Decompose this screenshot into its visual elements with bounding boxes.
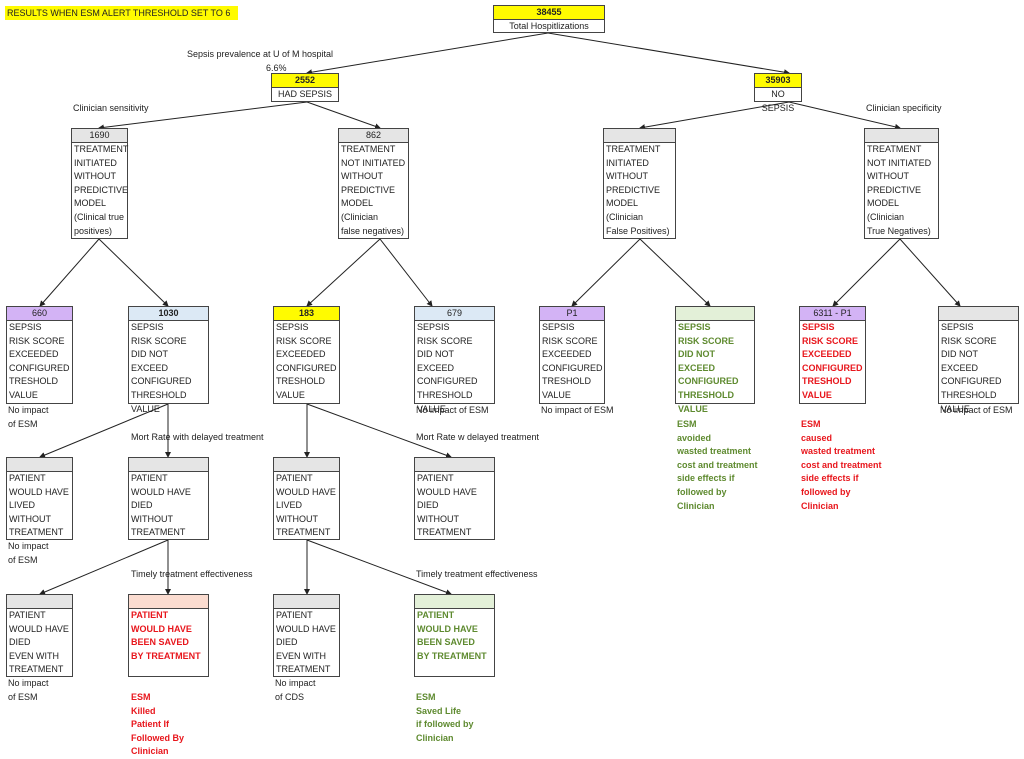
l3-node-6311-p1: 6311 - P1 SEPSIS RISK SCORE EXCEEDED CON… <box>799 306 866 404</box>
had-sepsis-node: 2552 HAD SEPSIS <box>271 73 339 102</box>
l3-value: 660 <box>7 307 72 321</box>
no-sepsis-node: 35903 NO SEPSIS <box>754 73 802 113</box>
l4-text: PATIENT WOULD HAVE LIVED WITHOUT TREATME… <box>9 473 69 538</box>
l2-text: TREATMENT INITIATED WITHOUT PREDICTIVE M… <box>606 144 670 236</box>
l2-value: 1690 <box>72 129 127 143</box>
l4-text: PATIENT WOULD HAVE DIED WITHOUT TREATMEN… <box>131 473 191 538</box>
prevalence-label: Sepsis prevalence at U of M hospital 6.6… <box>170 48 350 75</box>
timely-treatment-label-2: Timely treatment effectiveness <box>416 569 538 579</box>
root-label: Total Hospitlizations <box>509 21 589 31</box>
l2-value <box>604 129 675 143</box>
note-no-impact-tn: No impact of ESM <box>940 405 1013 415</box>
l4-node-lived-2: PATIENT WOULD HAVE LIVED WITHOUT TREATME… <box>273 457 340 540</box>
l5-text: PATIENT WOULD HAVE DIED EVEN WITH TREATM… <box>276 610 336 675</box>
note-no-impact-660: No impact of ESM <box>8 405 49 429</box>
l5-node-saved-green: PATIENT WOULD HAVE BEEN SAVED BY TREATME… <box>414 594 495 677</box>
l5-text: PATIENT WOULD HAVE DIED EVEN WITH TREATM… <box>9 610 69 675</box>
root-value: 38455 <box>494 6 604 20</box>
l3-text: SEPSIS RISK SCORE EXCEEDED CONFIGURED TR… <box>542 322 603 400</box>
l2-node-false-positives: TREATMENT INITIATED WITHOUT PREDICTIVE M… <box>603 128 676 239</box>
l3-node-p1: P1 SEPSIS RISK SCORE EXCEEDED CONFIGURED… <box>539 306 605 404</box>
diagram-title-text: RESULTS WHEN ESM ALERT THRESHOLD SET TO … <box>7 8 231 18</box>
l3-value: 6311 - P1 <box>800 307 865 321</box>
l5-header <box>415 595 494 609</box>
l4-header <box>129 458 208 472</box>
no-sepsis-label: NO SEPSIS <box>761 89 795 113</box>
l2-text: TREATMENT NOT INITIATED WITHOUT PREDICTI… <box>867 144 932 236</box>
prevalence-line-1: Sepsis prevalence at U of M hospital <box>186 49 334 59</box>
note-no-impact-l4: No impact of ESM <box>8 541 49 565</box>
note-no-impact-cds: No impact of CDS <box>275 678 316 702</box>
l2-node-true-negatives: TREATMENT NOT INITIATED WITHOUT PREDICTI… <box>864 128 939 239</box>
l4-node-died-2: PATIENT WOULD HAVE DIED WITHOUT TREATMEN… <box>414 457 495 540</box>
l3-node-1030: 1030 SEPSIS RISK SCORE DID NOT EXCEED CO… <box>128 306 209 414</box>
mort-rate-label-1: Mort Rate with delayed treatment <box>131 432 264 442</box>
l4-node-lived-1: PATIENT WOULD HAVE LIVED WITHOUT TREATME… <box>6 457 73 540</box>
l3-text: SEPSIS RISK SCORE DID NOT EXCEED CONFIGU… <box>678 322 739 414</box>
l3-text: SEPSIS RISK SCORE EXCEEDED CONFIGURED TR… <box>9 322 70 400</box>
note-no-impact-p1: No impact of ESM <box>541 405 614 415</box>
note-esm-killed: ESM Killed Patient If Followed By Clinic… <box>131 692 185 757</box>
had-sepsis-value: 2552 <box>272 74 338 88</box>
l5-text: PATIENT WOULD HAVE BEEN SAVED BY TREATME… <box>417 610 487 661</box>
l4-node-died-1: PATIENT WOULD HAVE DIED WITHOUT TREATMEN… <box>128 457 209 540</box>
l4-header <box>274 458 339 472</box>
note-esm-saved-life: ESM Saved Life if followed by Clinician <box>416 692 474 743</box>
l3-value: 1030 <box>129 307 208 321</box>
l5-text: PATIENT WOULD HAVE BEEN SAVED BY TREATME… <box>131 610 201 661</box>
l3-text: SEPSIS RISK SCORE EXCEEDED CONFIGURED TR… <box>276 322 337 400</box>
clinician-specificity-label: Clinician specificity <box>866 103 942 113</box>
l3-node-660: 660 SEPSIS RISK SCORE EXCEEDED CONFIGURE… <box>6 306 73 404</box>
had-sepsis-label: HAD SEPSIS <box>277 89 333 99</box>
l4-header <box>415 458 494 472</box>
l3-value <box>939 307 1018 321</box>
diagram-title: RESULTS WHEN ESM ALERT THRESHOLD SET TO … <box>5 6 238 20</box>
l5-node-died-even-2: PATIENT WOULD HAVE DIED EVEN WITH TREATM… <box>273 594 340 677</box>
l3-node-679: 679 SEPSIS RISK SCORE DID NOT EXCEED CON… <box>414 306 495 414</box>
l5-header <box>7 595 72 609</box>
l2-node-not-initiated: 862 TREATMENT NOT INITIATED WITHOUT PRED… <box>338 128 409 239</box>
l4-header <box>7 458 72 472</box>
l3-text: SEPSIS RISK SCORE EXCEEDED CONFIGURED TR… <box>802 322 863 400</box>
l2-value <box>865 129 938 143</box>
l3-text: SEPSIS RISK SCORE DID NOT EXCEED CONFIGU… <box>417 322 478 414</box>
l3-node-did-not-exceed-tn: SEPSIS RISK SCORE DID NOT EXCEED CONFIGU… <box>938 306 1019 414</box>
note-esm-avoided: ESM avoided wasted treatment cost and tr… <box>677 419 758 511</box>
prevalence-line-2: 6.6% <box>266 62 287 73</box>
note-no-impact-679: No impact of ESM <box>416 405 489 415</box>
l3-node-did-not-exceed-fp: SEPSIS RISK SCORE DID NOT EXCEED CONFIGU… <box>675 306 755 414</box>
l3-value <box>676 307 754 321</box>
timely-treatment-label-1: Timely treatment effectiveness <box>131 569 253 579</box>
l2-value: 862 <box>339 129 408 143</box>
l5-node-died-even-1: PATIENT WOULD HAVE DIED EVEN WITH TREATM… <box>6 594 73 677</box>
l2-text: TREATMENT INITIATED WITHOUT PREDICTIVE M… <box>74 144 129 236</box>
root-node: 38455 Total Hospitlizations <box>493 5 605 33</box>
l4-text: PATIENT WOULD HAVE DIED WITHOUT TREATMEN… <box>417 473 477 538</box>
l4-text: PATIENT WOULD HAVE LIVED WITHOUT TREATME… <box>276 473 336 538</box>
l3-value: 679 <box>415 307 494 321</box>
l2-node-treatment-initiated: 1690 TREATMENT INITIATED WITHOUT PREDICT… <box>71 128 128 239</box>
note-esm-caused: ESM caused wasted treatment cost and tre… <box>801 419 882 511</box>
l5-header <box>274 595 339 609</box>
l3-node-183: 183 SEPSIS RISK SCORE EXCEEDED CONFIGURE… <box>273 306 340 404</box>
l2-text: TREATMENT NOT INITIATED WITHOUT PREDICTI… <box>341 144 406 236</box>
l3-text: SEPSIS RISK SCORE DID NOT EXCEED CONFIGU… <box>131 322 192 414</box>
l3-text: SEPSIS RISK SCORE DID NOT EXCEED CONFIGU… <box>941 322 1002 414</box>
mort-rate-label-2: Mort Rate w delayed treatment <box>416 432 540 442</box>
no-sepsis-value: 35903 <box>755 74 801 88</box>
l5-node-saved-red: PATIENT WOULD HAVE BEEN SAVED BY TREATME… <box>128 594 209 677</box>
clinician-sensitivity-label: Clinician sensitivity <box>73 103 149 113</box>
l3-value: 183 <box>274 307 339 321</box>
note-no-impact-l5: No impact of ESM <box>8 678 49 702</box>
l3-value: P1 <box>540 307 604 321</box>
l5-header <box>129 595 208 609</box>
